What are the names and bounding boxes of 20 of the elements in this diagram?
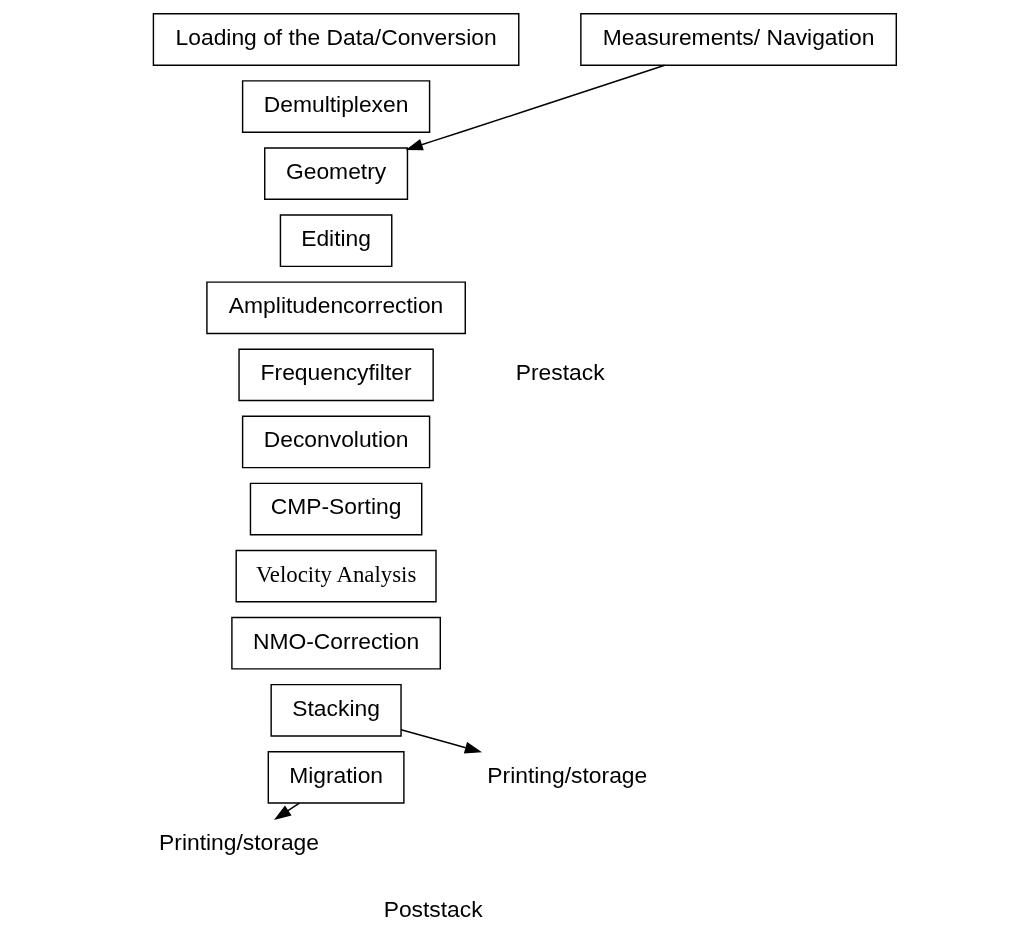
node-box: Measurements/ Navigation: [580, 13, 897, 66]
node-box: CMP-Sorting: [249, 482, 423, 536]
node-box: Geometry: [264, 147, 409, 201]
node-box: Migration: [267, 750, 405, 804]
node-box: Stacking: [270, 683, 402, 737]
node-text: Printing/storage: [487, 761, 648, 788]
node-box: Demultiplexen: [241, 80, 431, 133]
node-box: Velocity Analysis: [235, 549, 437, 603]
arrow: [400, 729, 482, 754]
node-box: Amplitudencorrection: [206, 281, 466, 335]
node-box: Frequencyfilter: [238, 348, 434, 402]
node-box: Editing: [279, 214, 393, 268]
label: Prestack: [515, 359, 605, 386]
arrow: [273, 802, 301, 820]
label: Poststack: [383, 895, 483, 922]
node-box: Loading of the Data/Conversion: [152, 13, 520, 66]
node-text: Printing/storage: [159, 828, 319, 855]
node-box: Deconvolution: [241, 415, 431, 469]
node-box: NMO-Correction: [231, 616, 441, 670]
arrow: [405, 64, 666, 151]
